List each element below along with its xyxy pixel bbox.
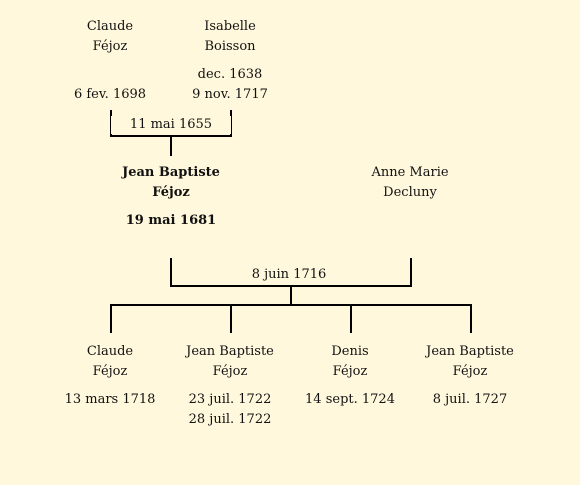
subject-marriage-date: 8 juin 1716: [229, 266, 349, 284]
child-card: Denis Féjoz 14 sept. 1724: [275, 342, 425, 410]
child-card: Jean Baptiste Féjoz 23 juil. 1722 28 jui…: [155, 342, 305, 430]
mother-death-date: 9 nov. 1717: [192, 87, 268, 102]
child-first-name: Jean Baptiste: [426, 344, 514, 359]
child-first-name: Denis: [331, 344, 369, 359]
subject-last-name: Féjoz: [152, 185, 190, 200]
child-birth-date: 14 sept. 1724: [305, 392, 395, 407]
father-death-date: 6 fev. 1698: [73, 87, 147, 102]
subject-first-name: Jean Baptiste: [122, 165, 220, 180]
father-first-name: Claude: [86, 19, 134, 34]
parents-marriage-date: 11 mai 1655: [111, 116, 231, 134]
child-birth-date: 23 juil. 1722: [188, 392, 272, 407]
child-card: Claude Féjoz 13 mars 1718: [35, 342, 185, 410]
child-death-date: 28 juil. 1722: [188, 412, 272, 427]
father-card: Claude Féjoz 6 fev. 1698: [35, 17, 185, 105]
spouse-card: Anne Marie Decluny: [335, 163, 485, 203]
child-last-name: Féjoz: [92, 364, 128, 379]
child-first-name: Claude: [86, 344, 134, 359]
child-birth-date: 13 mars 1718: [64, 392, 156, 407]
child-card: Jean Baptiste Féjoz 8 juil. 1727: [395, 342, 545, 410]
child-first-name: Jean Baptiste: [186, 344, 274, 359]
mother-birth-date: dec. 1638: [197, 67, 263, 82]
spouse-last-name: Decluny: [383, 185, 437, 200]
child-birth-date: 8 juil. 1727: [432, 392, 508, 407]
child-last-name: Féjoz: [452, 364, 488, 379]
mother-first-name: Isabelle: [204, 19, 256, 34]
mother-last-name: Boisson: [204, 39, 256, 54]
father-last-name: Féjoz: [92, 39, 128, 54]
spouse-first-name: Anne Marie: [371, 165, 449, 180]
subject-birth-date: 19 mai 1681: [125, 213, 217, 228]
child-last-name: Féjoz: [332, 364, 368, 379]
mother-card: Isabelle Boisson dec. 1638 9 nov. 1717: [155, 17, 305, 105]
subject-card: Jean Baptiste Féjoz 19 mai 1681: [96, 163, 246, 231]
child-last-name: Féjoz: [212, 364, 248, 379]
